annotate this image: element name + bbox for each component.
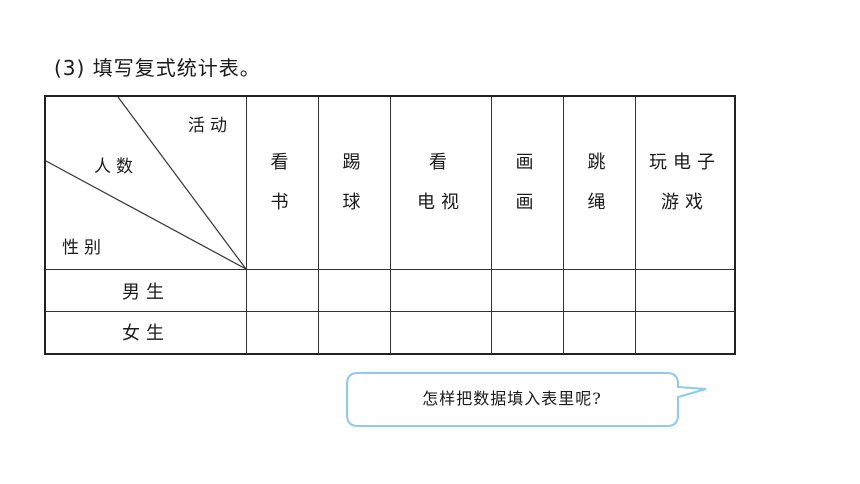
data-cell[interactable] bbox=[318, 311, 391, 354]
data-cell[interactable] bbox=[635, 311, 736, 354]
data-cell[interactable] bbox=[491, 311, 564, 354]
exercise-title: (3) 填写复式统计表。 bbox=[54, 52, 261, 81]
corner-label-gender: 性别 bbox=[62, 238, 106, 258]
data-cell[interactable] bbox=[246, 269, 319, 312]
column-header-line1: 跳 bbox=[587, 152, 612, 173]
table-row: 女生 bbox=[44, 311, 736, 354]
column-header-line2: 电视 bbox=[417, 192, 465, 213]
speech-bubble-text: 怎样把数据填入表里呢? bbox=[422, 389, 602, 408]
column-header-reading: 看 书 bbox=[246, 95, 319, 270]
column-header-tv: 看 电视 bbox=[390, 95, 492, 270]
corner-header-cell: 活动 人数 性别 bbox=[44, 95, 247, 270]
column-header-line2: 画 bbox=[515, 192, 540, 213]
column-header-jump-rope: 跳 绳 bbox=[563, 95, 636, 270]
column-header-line2: 绳 bbox=[587, 192, 612, 213]
column-header-football: 踢 球 bbox=[318, 95, 391, 270]
column-header-line1: 踢 bbox=[342, 152, 367, 173]
exercise-number: (3) bbox=[54, 56, 86, 80]
column-header-line2: 游戏 bbox=[661, 192, 709, 213]
column-header-line2: 球 bbox=[342, 192, 367, 213]
row-label-boys: 男生 bbox=[44, 269, 247, 312]
data-cell[interactable] bbox=[318, 269, 391, 312]
data-cell[interactable] bbox=[563, 311, 636, 354]
header-row: 活动 人数 性别 看 书 踢 球 看 电视 画 画 跳 绳 玩电子 游戏 bbox=[44, 95, 736, 270]
table-row: 男生 bbox=[44, 269, 736, 312]
column-header-video-games: 玩电子 游戏 bbox=[635, 95, 736, 270]
column-header-line1: 看 bbox=[270, 152, 295, 173]
data-cell[interactable] bbox=[246, 311, 319, 354]
column-header-drawing: 画 画 bbox=[491, 95, 564, 270]
compound-statistics-table: 活动 人数 性别 看 书 踢 球 看 电视 画 画 跳 绳 玩电子 游戏 bbox=[44, 95, 736, 355]
corner-label-people: 人数 bbox=[94, 157, 138, 177]
exercise-instruction: 填写复式统计表。 bbox=[92, 56, 261, 80]
data-cell[interactable] bbox=[390, 269, 492, 312]
column-header-line2: 书 bbox=[270, 192, 295, 213]
column-header-line1: 看 bbox=[429, 152, 453, 173]
column-header-line1: 画 bbox=[515, 152, 540, 173]
row-label-girls: 女生 bbox=[44, 311, 247, 354]
diagonal-lines bbox=[46, 97, 246, 269]
data-cell[interactable] bbox=[390, 311, 492, 354]
data-cell[interactable] bbox=[491, 269, 564, 312]
data-cell[interactable] bbox=[635, 269, 736, 312]
data-cell[interactable] bbox=[563, 269, 636, 312]
column-header-line1: 玩电子 bbox=[649, 152, 721, 173]
corner-label-activity: 活动 bbox=[188, 116, 232, 136]
